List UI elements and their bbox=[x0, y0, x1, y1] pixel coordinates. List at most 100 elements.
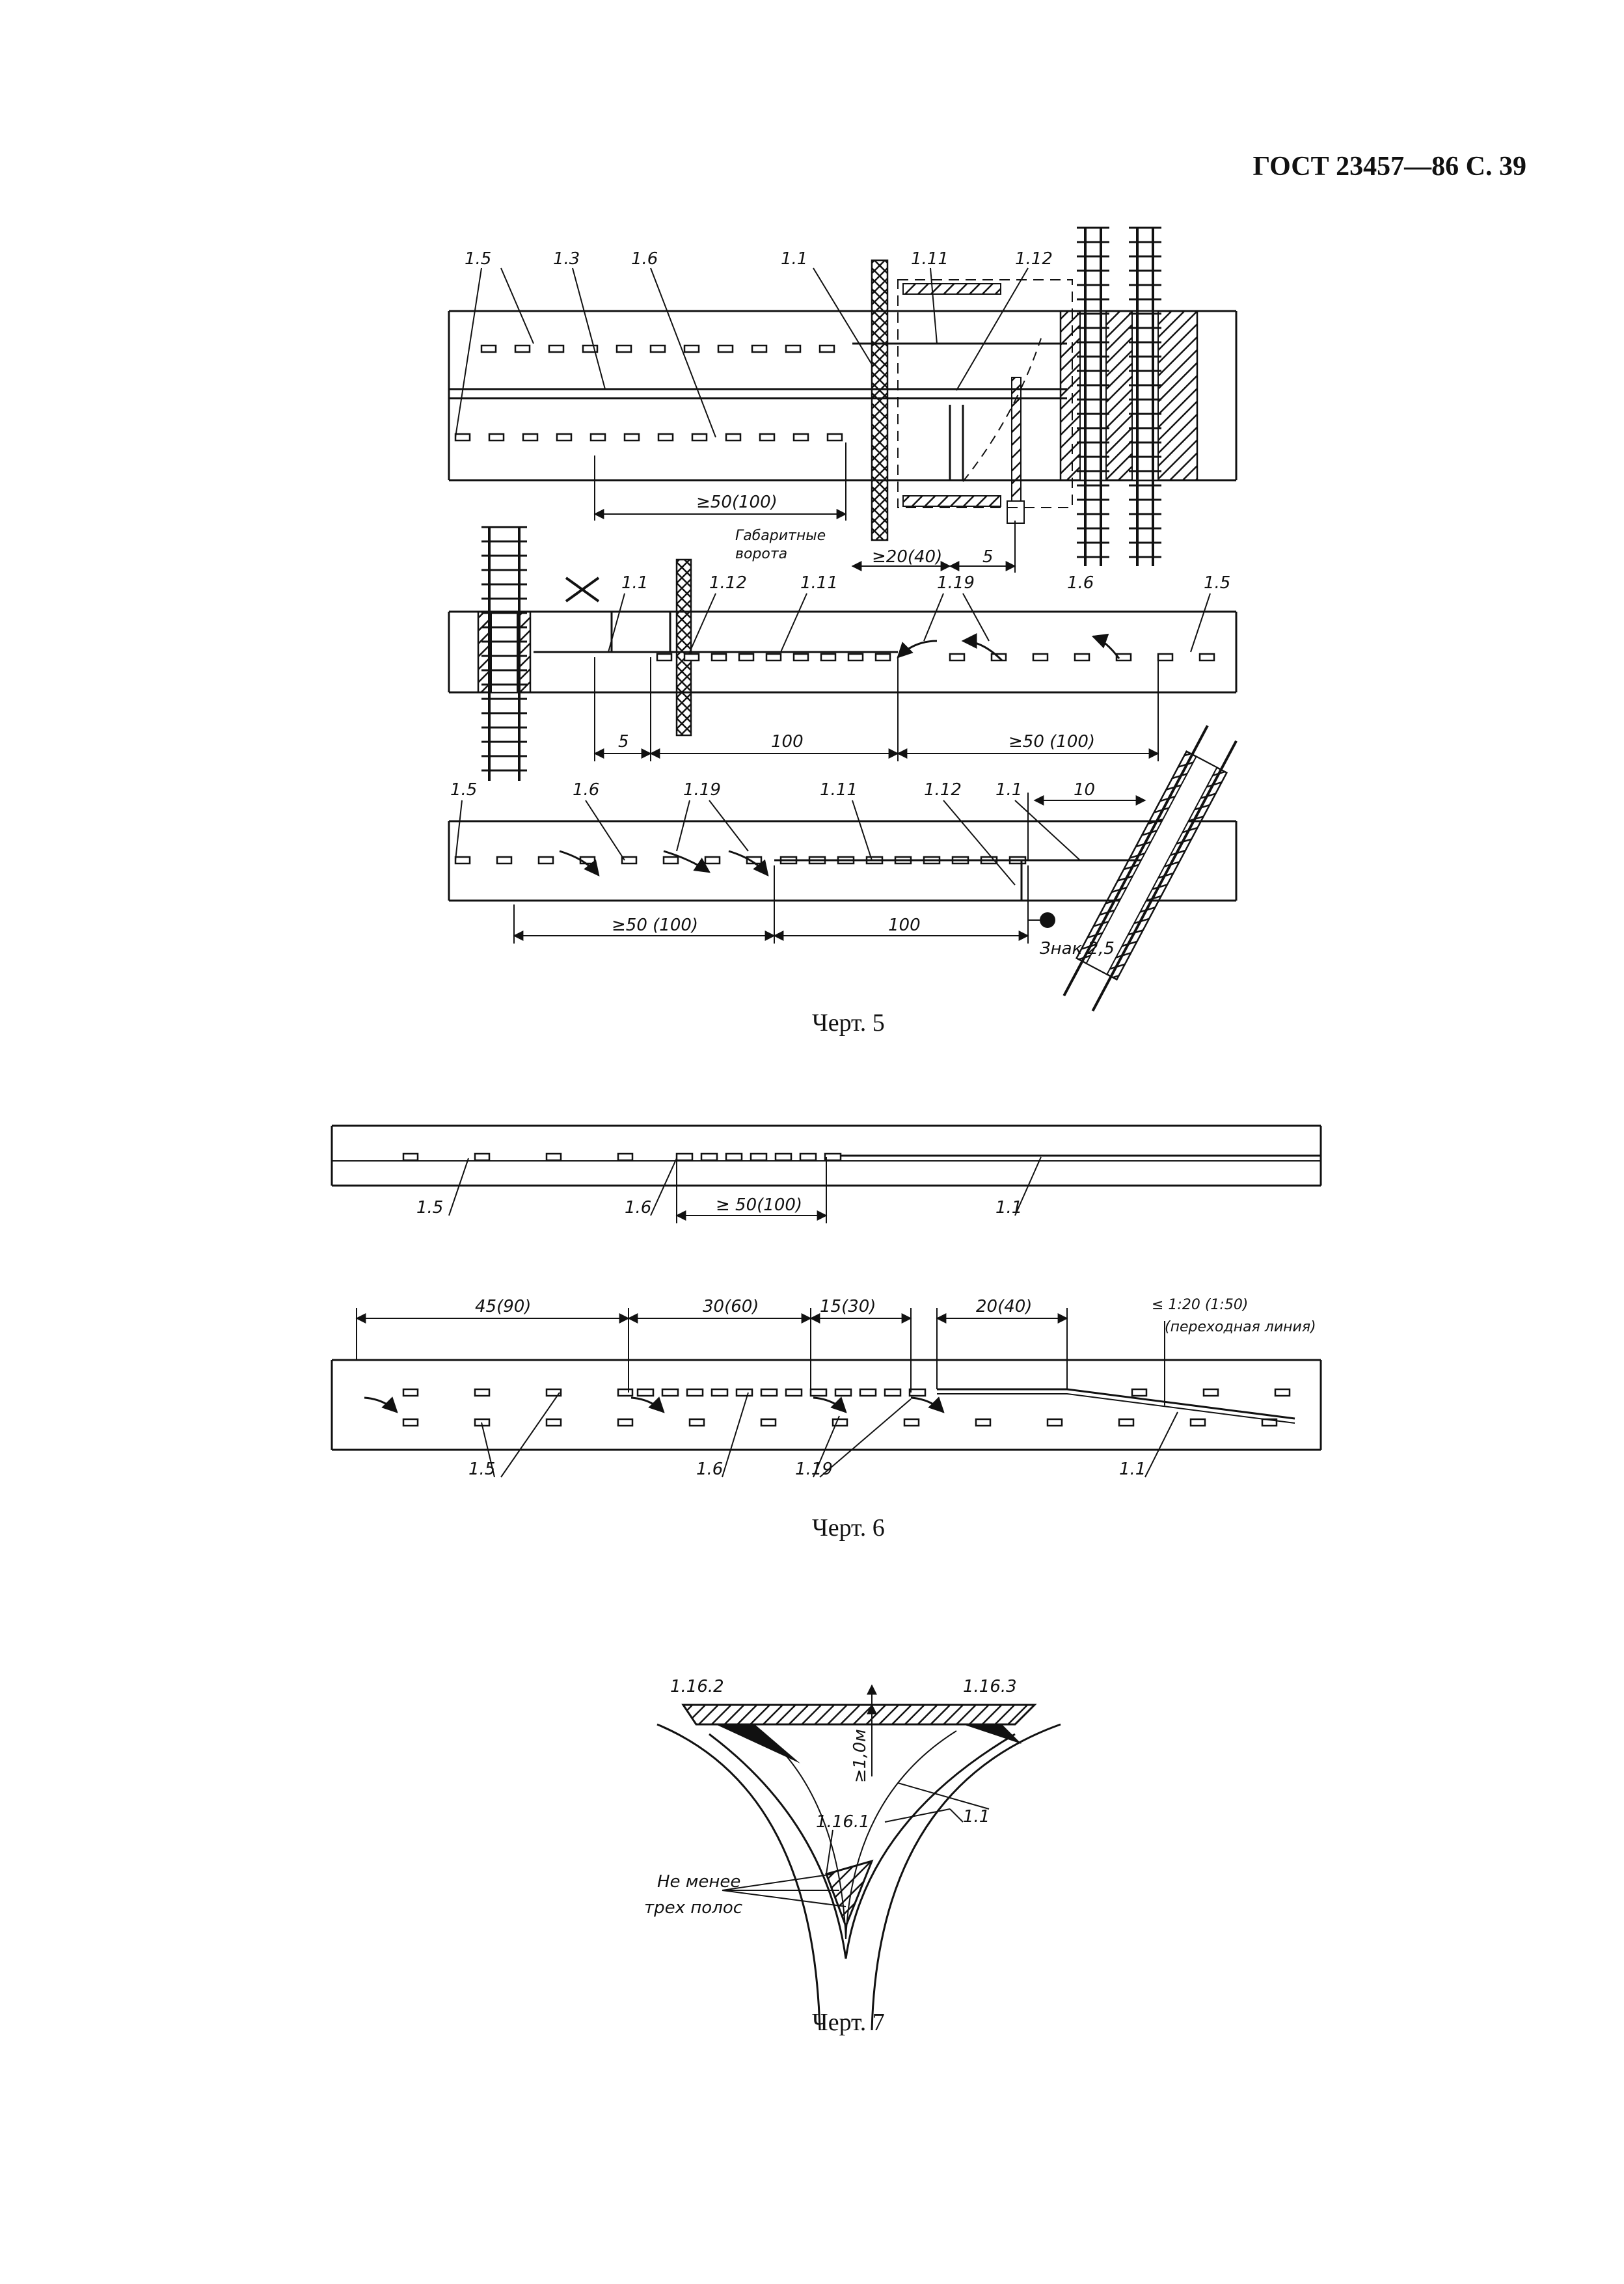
lane-dash bbox=[710, 1388, 729, 1397]
f7-label-1-16-2: 1.16.2 bbox=[670, 1677, 724, 1696]
f5b-dim-top: 10 bbox=[1074, 780, 1095, 800]
f6t-label-1-6: 1.6 bbox=[625, 1198, 651, 1217]
f5t-label-1-6: 1.6 bbox=[631, 249, 658, 269]
f5t-label-1-12: 1.12 bbox=[1015, 249, 1053, 269]
f7-note-1: Не менее bbox=[657, 1872, 740, 1892]
lane-dash bbox=[1202, 1388, 1219, 1397]
lane-dash bbox=[832, 1418, 848, 1427]
f6b-dim-2: 30(60) bbox=[703, 1297, 759, 1316]
lane-dash bbox=[556, 433, 573, 442]
figure6-top bbox=[331, 1124, 1322, 1223]
f7-label-1-1: 1.1 bbox=[963, 1807, 990, 1827]
f7-note-2: трех полос bbox=[644, 1898, 742, 1918]
lane-dash bbox=[623, 433, 640, 442]
lane-dash bbox=[1074, 653, 1090, 662]
figure5-middle-labels: 1.1 1.12 1.11 1.19 1.6 1.5 5 100 ≥50 (10… bbox=[618, 573, 1230, 752]
lane-dash bbox=[738, 653, 755, 662]
lane-dash bbox=[1032, 653, 1049, 662]
lane-dash bbox=[826, 433, 843, 442]
lane-dash bbox=[1198, 653, 1215, 662]
figure7-caption: Черт. 7 bbox=[812, 2009, 885, 2036]
lane-dash bbox=[691, 433, 708, 442]
f5m-label-1-19: 1.19 bbox=[937, 573, 975, 593]
f6t-label-1-1: 1.1 bbox=[995, 1198, 1022, 1217]
figure5-caption: Черт. 5 bbox=[812, 1009, 885, 1037]
f6b-dim-3: 15(30) bbox=[820, 1297, 876, 1316]
lane-dash bbox=[688, 1418, 705, 1427]
lane-dash bbox=[621, 856, 638, 865]
lane-dash bbox=[765, 653, 782, 662]
f5m-dim-b: 100 bbox=[771, 732, 804, 752]
f5b-label-1-11: 1.11 bbox=[820, 780, 858, 800]
lane-dash bbox=[725, 1152, 743, 1162]
f5m-label-1-1: 1.1 bbox=[621, 573, 648, 593]
figure6-caption: Черт. 6 bbox=[812, 1514, 885, 1542]
lane-dash bbox=[657, 433, 674, 442]
lane-dash bbox=[1118, 1418, 1135, 1427]
lane-dash bbox=[488, 433, 505, 442]
f6b-label-1-5: 1.5 bbox=[468, 1460, 495, 1479]
lane-dash bbox=[545, 1152, 562, 1162]
lane-dash bbox=[686, 1388, 704, 1397]
lane-dash bbox=[545, 1388, 562, 1397]
lane-dash bbox=[548, 344, 565, 353]
f5t-label-1-11: 1.11 bbox=[911, 249, 949, 269]
lane-dash bbox=[1274, 1388, 1291, 1397]
f5m-dim-c: ≥50 (100) bbox=[1008, 732, 1095, 752]
lane-dash bbox=[402, 1418, 419, 1427]
lane-dash bbox=[759, 433, 776, 442]
lane-dash bbox=[636, 1388, 655, 1397]
lane-dash bbox=[589, 433, 606, 442]
f5t-dim-small: 5 bbox=[982, 547, 994, 567]
lane-dash bbox=[820, 653, 837, 662]
lane-dash bbox=[617, 1152, 634, 1162]
lane-dash bbox=[617, 1418, 634, 1427]
f5m-label-1-5: 1.5 bbox=[1204, 573, 1230, 593]
f6b-label-1-6: 1.6 bbox=[696, 1460, 723, 1479]
f6b-transition-label: (переходная линия) bbox=[1165, 1319, 1316, 1335]
f6b-label-1-1: 1.1 bbox=[1119, 1460, 1146, 1479]
f7-label-1-16-1: 1.16.1 bbox=[816, 1812, 870, 1832]
f5t-gate-label-1: Габаритные bbox=[735, 528, 826, 544]
lane-dash bbox=[683, 344, 700, 353]
lane-dash bbox=[949, 653, 966, 662]
lane-dash bbox=[1115, 653, 1132, 662]
lane-dash bbox=[454, 856, 471, 865]
lane-dash bbox=[847, 653, 864, 662]
lane-dash bbox=[616, 344, 632, 353]
lane-dash bbox=[735, 1388, 753, 1397]
lane-dash bbox=[514, 344, 531, 353]
lane-dash bbox=[1189, 1418, 1206, 1427]
lane-dash bbox=[903, 1418, 920, 1427]
lane-dash bbox=[908, 1388, 927, 1397]
lane-dash bbox=[474, 1152, 491, 1162]
f5b-label-1-12: 1.12 bbox=[924, 780, 962, 800]
lane-dash bbox=[824, 1152, 842, 1162]
lane-dash bbox=[774, 1152, 792, 1162]
f5b-label-1-19: 1.19 bbox=[683, 780, 721, 800]
f5b-label-1-6: 1.6 bbox=[573, 780, 599, 800]
lane-dash bbox=[537, 856, 554, 865]
figure5-bottom-labels: 1.5 1.6 1.19 1.11 1.12 1.1 10 ≥50 (100) … bbox=[450, 780, 1115, 958]
lane-dash bbox=[662, 856, 679, 865]
lane-dash bbox=[474, 1388, 491, 1397]
lane-dash bbox=[402, 1388, 419, 1397]
figure5-top-labels: 1.5 1.3 1.6 1.1 1.11 1.12 ≥50(100) Габар… bbox=[465, 249, 1053, 567]
lane-dash bbox=[874, 653, 891, 662]
figure6-top-labels: 1.5 1.6 1.1 ≥ 50(100) bbox=[416, 1195, 1022, 1217]
figure5-bottom bbox=[448, 725, 1238, 1012]
lane-dash bbox=[710, 653, 727, 662]
lane-dash bbox=[402, 1152, 419, 1162]
lane-dash bbox=[617, 1388, 634, 1397]
f5b-dim-b: 100 bbox=[888, 916, 921, 935]
lane-dash bbox=[1157, 653, 1174, 662]
f5m-label-1-11: 1.11 bbox=[800, 573, 838, 593]
f6t-dim: ≥ 50(100) bbox=[716, 1195, 802, 1215]
lane-dash bbox=[884, 1388, 902, 1397]
f5t-dim-main: ≥50(100) bbox=[696, 493, 778, 512]
f6b-label-1-19: 1.19 bbox=[795, 1460, 833, 1479]
lane-dash bbox=[809, 1388, 828, 1397]
figure6-bottom-labels: 45(90) 30(60) 15(30) 20(40) ≤ 1:20 (1:50… bbox=[468, 1297, 1316, 1479]
lane-dash bbox=[704, 856, 721, 865]
page-header: ГОСТ 23457—86 С. 39 bbox=[1252, 152, 1526, 182]
